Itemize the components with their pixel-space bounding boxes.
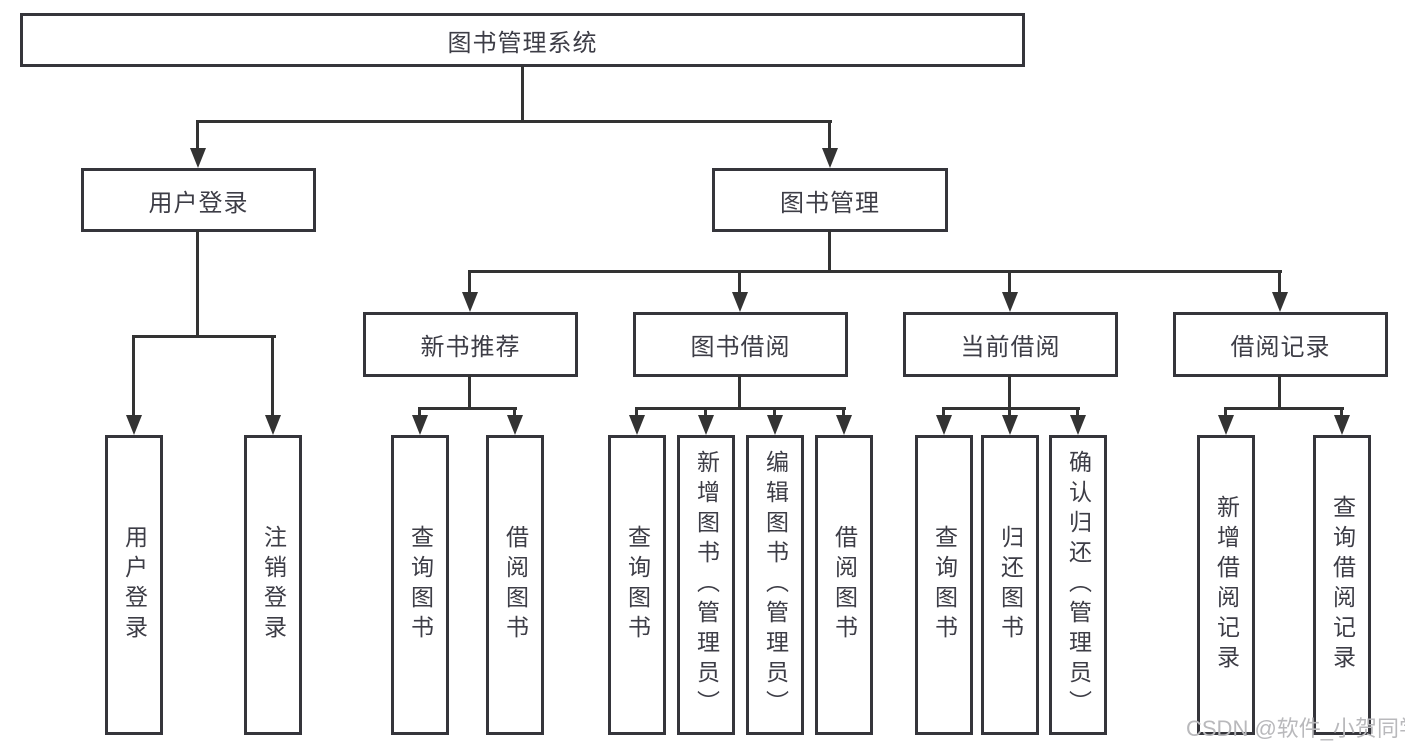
connector-arrow-stem	[418, 407, 421, 417]
arrow-down-icon	[836, 415, 852, 435]
connector-arrow-stem	[271, 335, 274, 417]
leaf-add-books-admin: 新增图书（管理员）	[677, 435, 735, 735]
connector-borrowing-bar	[635, 407, 846, 410]
arrow-down-icon	[732, 292, 748, 312]
connector-arrow-stem	[942, 407, 945, 417]
leaf-query-books-3: 查询图书	[915, 435, 973, 735]
arrow-down-icon	[265, 415, 281, 435]
connector-arrow-stem	[635, 407, 638, 417]
leaf-borrow-books-1: 借阅图书	[486, 435, 544, 735]
arrow-down-icon	[1070, 415, 1086, 435]
connector-arrow-stem	[738, 270, 741, 294]
arrow-down-icon	[462, 292, 478, 312]
leaf-edit-books-admin: 编辑图书（管理员）	[746, 435, 804, 735]
connector-arrow-stem	[828, 120, 831, 150]
connector-records-bar	[1224, 407, 1344, 410]
leaf-query-borrow-record: 查询借阅记录	[1313, 435, 1371, 735]
arrow-down-icon	[1002, 415, 1018, 435]
connector-records-stem	[1278, 375, 1281, 409]
connector-login-stem	[196, 230, 199, 337]
arrow-down-icon	[1272, 292, 1288, 312]
connector-arrow-stem	[1076, 407, 1079, 417]
node-root-library-system: 图书管理系统	[20, 13, 1025, 67]
arrow-down-icon	[126, 415, 142, 435]
connector-arrow-stem	[1224, 407, 1227, 417]
connector-level3-bar	[468, 270, 1282, 273]
leaf-query-books-1: 查询图书	[391, 435, 449, 735]
connector-newbooks-bar	[418, 407, 517, 410]
node-new-book-recommend: 新书推荐	[363, 312, 578, 377]
arrow-down-icon	[1002, 292, 1018, 312]
leaf-logout: 注销登录	[244, 435, 302, 735]
arrow-down-icon	[412, 415, 428, 435]
node-user-login: 用户登录	[81, 168, 316, 232]
node-borrowing-records: 借阅记录	[1173, 312, 1388, 377]
leaf-query-books-2: 查询图书	[608, 435, 666, 735]
connector-arrow-stem	[1008, 270, 1011, 294]
connector-borrowing-stem	[738, 375, 741, 409]
connector-newbooks-stem	[468, 375, 471, 409]
arrow-down-icon	[629, 415, 645, 435]
connector-mgmt-stem	[828, 230, 831, 272]
connector-arrow-stem	[1278, 270, 1281, 294]
connector-arrow-stem	[1008, 407, 1011, 417]
connector-arrow-stem	[196, 120, 199, 150]
leaf-user-login: 用户登录	[105, 435, 163, 735]
arrow-down-icon	[822, 148, 838, 168]
leaf-add-borrow-record: 新增借阅记录	[1197, 435, 1255, 735]
connector-arrow-stem	[1340, 407, 1343, 417]
connector-arrow-stem	[704, 407, 707, 417]
node-current-borrowing: 当前借阅	[903, 312, 1118, 377]
node-book-borrowing: 图书借阅	[633, 312, 848, 377]
arrow-down-icon	[936, 415, 952, 435]
arrow-down-icon	[1218, 415, 1234, 435]
leaf-confirm-return-admin: 确认归还（管理员）	[1049, 435, 1107, 735]
arrow-down-icon	[507, 415, 523, 435]
csdn-watermark: CSDN @软件_小贺同学	[1186, 716, 1405, 741]
node-book-management: 图书管理	[712, 168, 948, 232]
connector-current-stem	[1008, 375, 1011, 409]
leaf-borrow-books-2: 借阅图书	[815, 435, 873, 735]
connector-arrow-stem	[773, 407, 776, 417]
connector-root-stem	[521, 66, 524, 122]
arrow-down-icon	[698, 415, 714, 435]
connector-level2-bar	[196, 120, 832, 123]
leaf-return-books: 归还图书	[981, 435, 1039, 735]
connector-current-bar	[942, 407, 1080, 410]
connector-login-bar	[132, 335, 276, 338]
connector-arrow-stem	[513, 407, 516, 417]
arrow-down-icon	[1334, 415, 1350, 435]
arrow-down-icon	[767, 415, 783, 435]
connector-arrow-stem	[468, 270, 471, 294]
arrow-down-icon	[190, 148, 206, 168]
connector-arrow-stem	[132, 335, 135, 417]
connector-arrow-stem	[842, 407, 845, 417]
